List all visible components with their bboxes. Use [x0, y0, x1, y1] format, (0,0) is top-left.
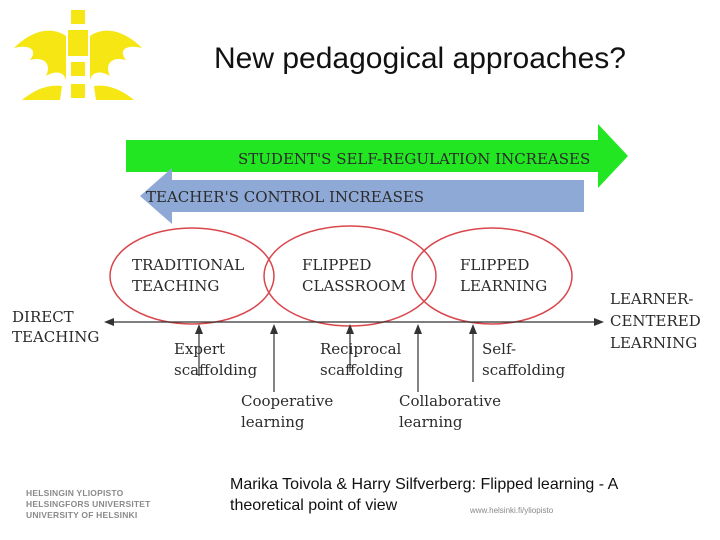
- flipped-learning-label: FLIPPED LEARNING: [460, 256, 547, 295]
- university-name-swedish: HELSINGFORS UNIVERSITET: [26, 499, 151, 509]
- pedagogy-diagram: STUDENT'S SELF-REGULATION INCREASES TEAC…: [12, 124, 706, 431]
- teacher-control-label: TEACHER'S CONTROL INCREASES: [146, 188, 424, 206]
- citation-line-1: Marika Toivola & Harry Silfverberg: Flip…: [230, 476, 619, 493]
- axis-left-arrowhead: [104, 318, 114, 326]
- reciprocal-arrowhead: [346, 324, 354, 334]
- self-arrowhead: [469, 324, 477, 334]
- collaborative-learning-label: Collaborative learning: [399, 392, 506, 431]
- citation: Marika Toivola & Harry Silfverberg: Flip…: [230, 474, 700, 516]
- expert-scaffolding-label: Expert scaffolding: [174, 340, 258, 379]
- traditional-teaching-ellipse: [109, 227, 275, 325]
- self-regulation-arrow: [126, 124, 628, 188]
- learner-centered-label: LEARNER- CENTERED LEARNING: [610, 290, 706, 352]
- self-regulation-label: STUDENT'S SELF-REGULATION INCREASES: [238, 150, 590, 168]
- citation-line-2: theoretical point of view: [230, 497, 398, 514]
- traditional-teaching-label: TRADITIONAL TEACHING: [132, 256, 249, 295]
- university-name-english: UNIVERSITY OF HELSINKI: [26, 510, 138, 520]
- slide-title: New pedagogical approaches?: [214, 42, 626, 75]
- flipped-classroom-ellipse: [263, 225, 437, 327]
- cooperative-arrowhead: [270, 324, 278, 334]
- collaborative-arrowhead: [414, 324, 422, 334]
- direct-teaching-label: DIRECT TEACHING: [12, 308, 99, 346]
- university-name-finnish: HELSINGIN YLIOPISTO: [26, 488, 124, 498]
- university-names: HELSINGIN YLIOPISTO HELSINGFORS UNIVERSI…: [26, 488, 151, 521]
- website-url[interactable]: www.helsinki.fi/yliopisto: [470, 506, 554, 515]
- flipped-learning-ellipse: [411, 227, 573, 325]
- axis-right-arrowhead: [594, 318, 604, 326]
- teacher-control-arrow: [140, 168, 584, 224]
- flipped-classroom-label: FLIPPED CLASSROOM: [302, 256, 406, 295]
- expert-arrowhead: [195, 324, 203, 334]
- helsinki-flame-logo-icon: [14, 10, 142, 100]
- reciprocal-scaffolding-label: Reciprocal scaffolding: [320, 340, 406, 379]
- self-scaffolding-label: Self- scaffolding: [482, 340, 566, 379]
- cooperative-learning-label: Cooperative learning: [241, 392, 338, 431]
